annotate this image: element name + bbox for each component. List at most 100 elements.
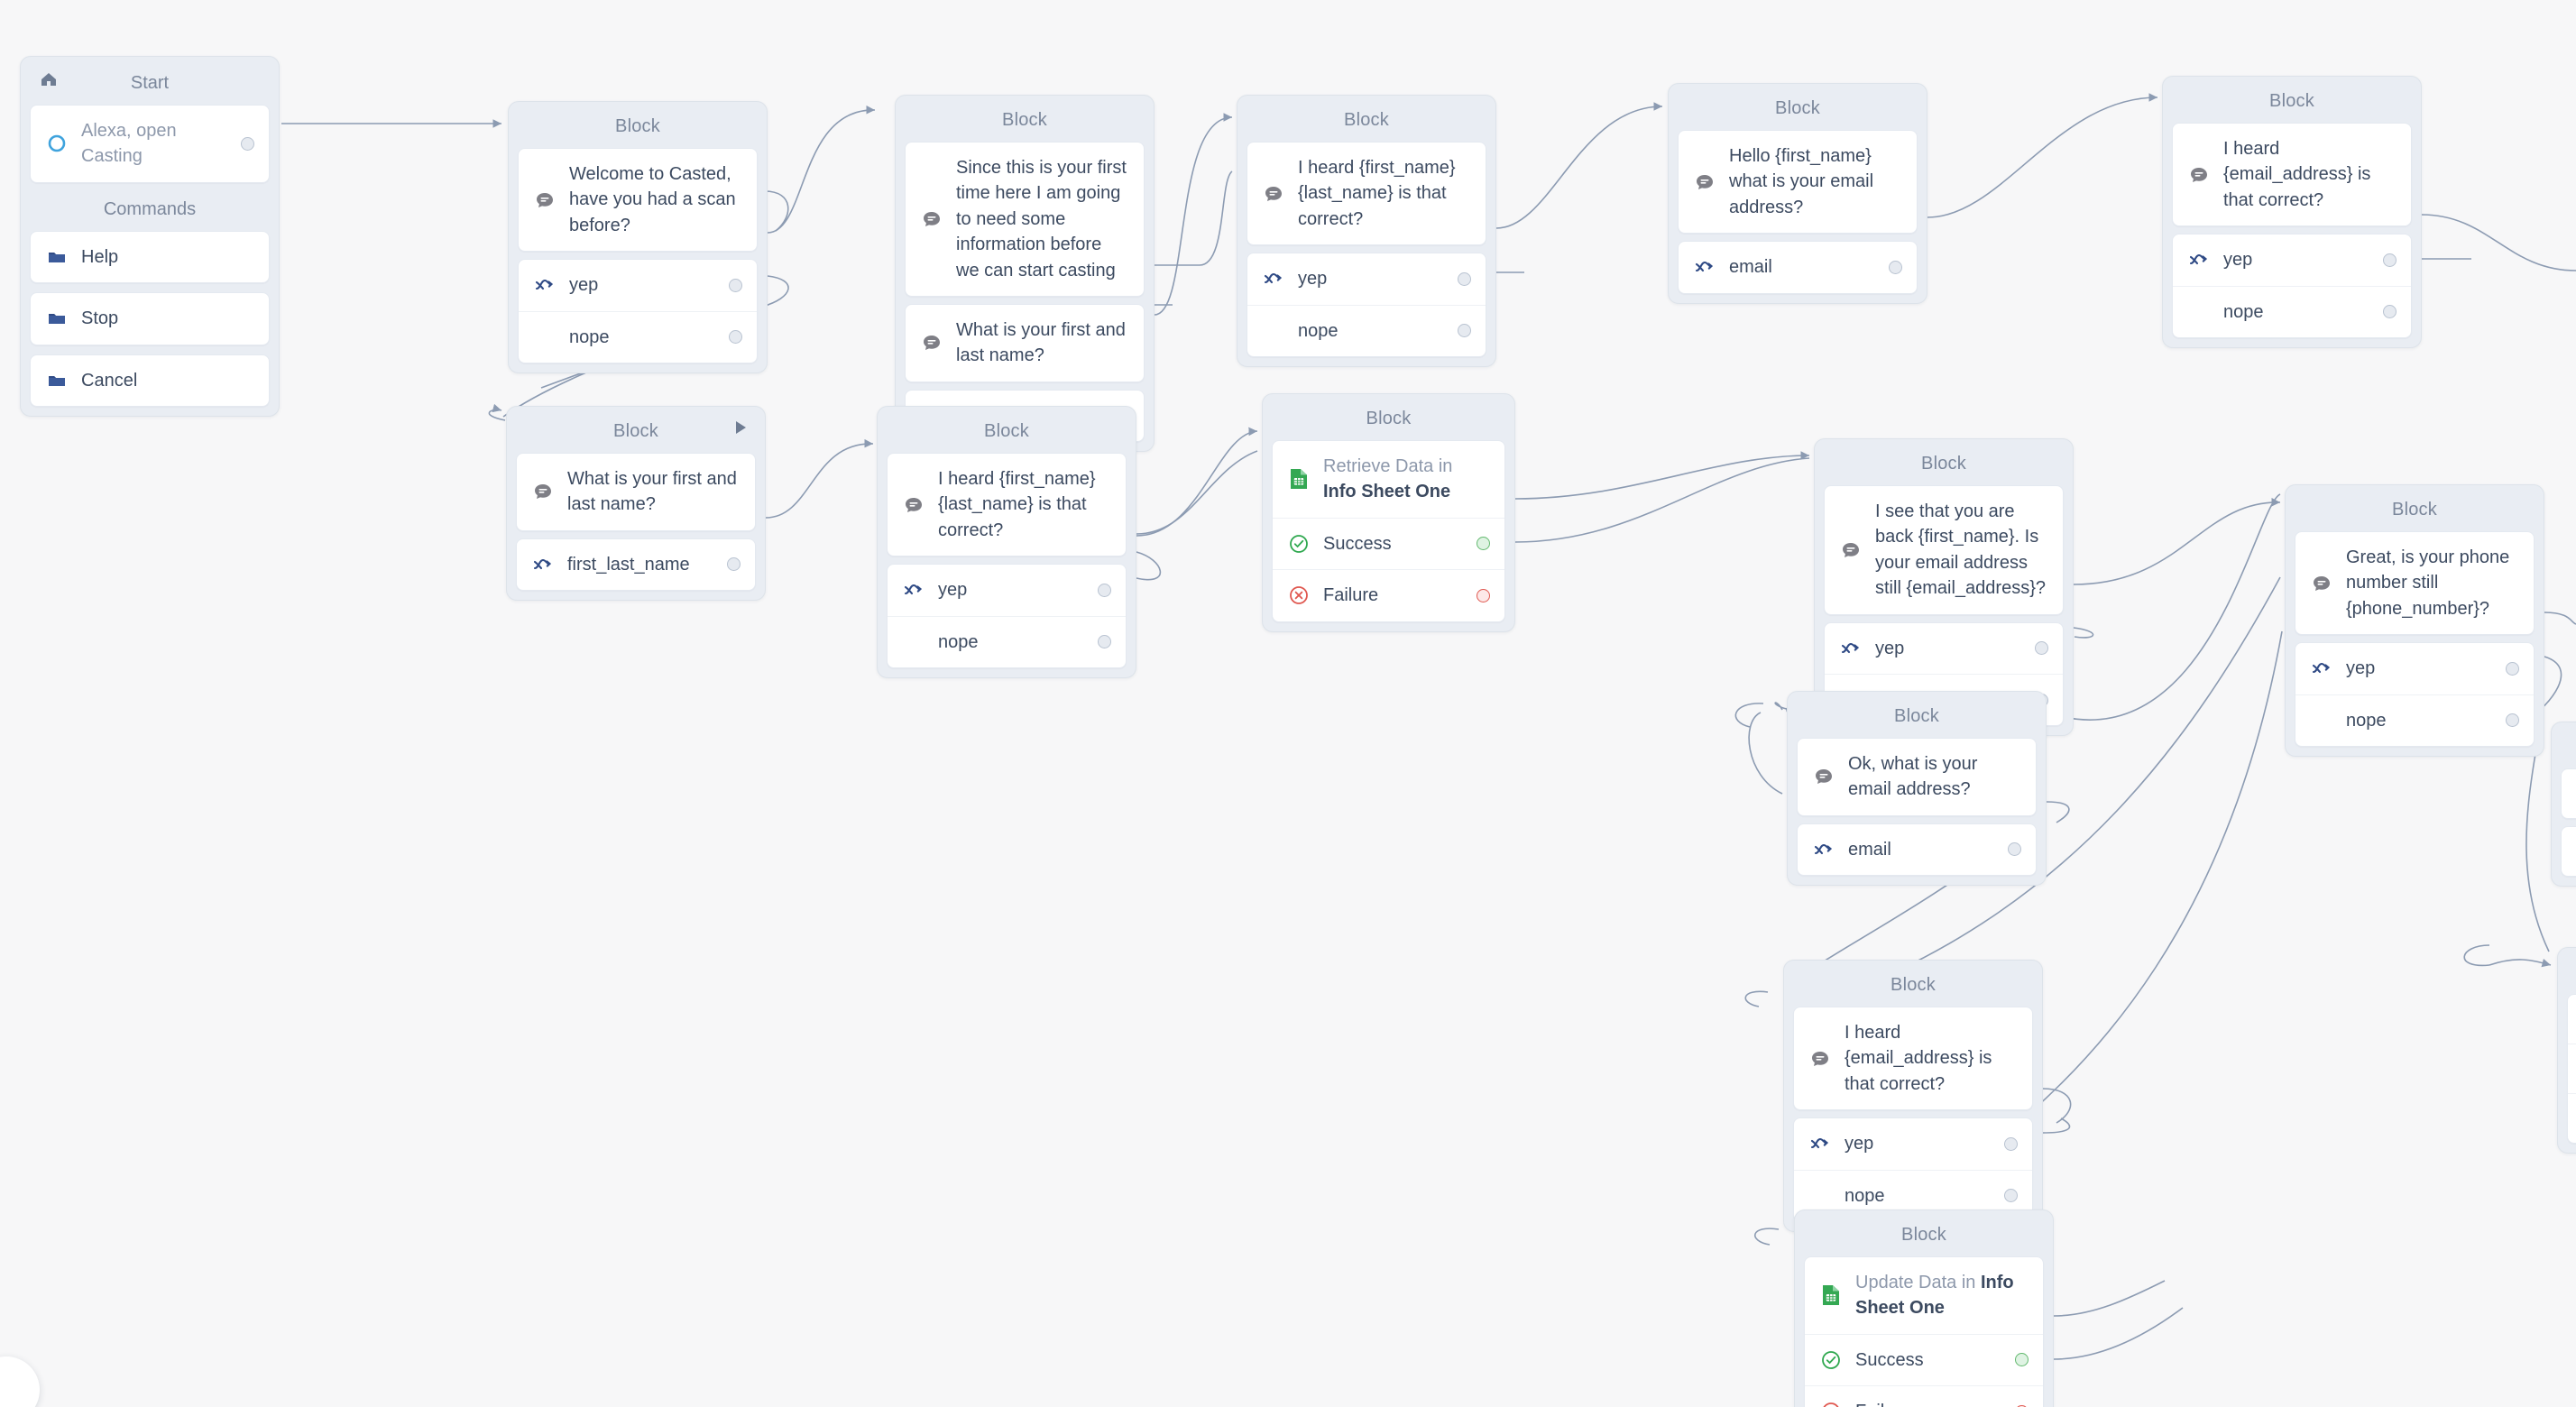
speak-row[interactable]: I heard {first_name} {last_name} is that… — [1247, 143, 1486, 244]
choice-row[interactable]: yep — [1825, 623, 2063, 674]
choice-output-port[interactable] — [729, 330, 742, 345]
speak-row[interactable]: I heard {email_address} is that correct? — [1794, 1007, 2032, 1109]
choice-row[interactable]: yep — [2295, 643, 2534, 694]
choice-row[interactable]: Failure — [1273, 569, 1504, 621]
choice-output-port[interactable] — [1477, 537, 1490, 551]
choice-row[interactable]: nope — [519, 310, 757, 363]
speak-card[interactable]: I heard {first_name} {last_name} is that… — [887, 453, 1127, 557]
choices-card[interactable] — [2561, 826, 2576, 877]
choice-row[interactable] — [2562, 827, 2576, 876]
choice-row[interactable]: yep — [1247, 253, 1486, 304]
action-card[interactable] — [2567, 994, 2576, 1144]
choice-row[interactable]: Failure — [1805, 1385, 2043, 1407]
choice-row[interactable]: Success — [1805, 1333, 2043, 1385]
choice-row[interactable]: nope — [1794, 1169, 2032, 1221]
speak-card[interactable]: I heard {email_address} is that correct? — [2172, 123, 2412, 227]
command-stop[interactable]: Stop — [30, 292, 270, 345]
choice-output-port[interactable] — [1098, 635, 1111, 649]
choice-output-port[interactable] — [727, 557, 741, 572]
choice-output-port[interactable] — [2506, 661, 2519, 676]
choice-row[interactable]: yep — [519, 260, 757, 310]
choice-output-port[interactable] — [2506, 713, 2519, 728]
choice-row[interactable]: yep — [888, 565, 1126, 615]
choice-row[interactable]: first_last_name — [517, 539, 755, 590]
choice-output-port[interactable] — [2035, 641, 2048, 656]
choice-row[interactable] — [2568, 1093, 2576, 1143]
node-offscreen-sheet[interactable]: Block — [2557, 947, 2576, 1154]
choices-card[interactable]: first_last_name — [516, 538, 756, 592]
action-row[interactable] — [2568, 995, 2576, 1044]
choice-output-port[interactable] — [2383, 253, 2397, 267]
speak-row[interactable]: Welcome to Casted, have you had a scan b… — [519, 149, 757, 251]
speak-card[interactable]: Hello {first_name} what is your email ad… — [1678, 130, 1918, 234]
choice-output-port[interactable] — [729, 278, 742, 292]
choice-row[interactable]: email — [1798, 824, 2036, 875]
choice-output-port[interactable] — [2015, 1353, 2029, 1367]
choices-card[interactable]: email — [1678, 241, 1918, 294]
choice-output-port[interactable] — [1458, 271, 1471, 286]
choice-output-port[interactable] — [1458, 324, 1471, 338]
speak-card[interactable]: What is your first and last name? — [905, 303, 1145, 382]
invocation-card[interactable]: Alexa, open Casting — [30, 105, 270, 183]
choice-row[interactable] — [2568, 1044, 2576, 1093]
speak-row[interactable]: What is your first and last name? — [906, 305, 1144, 382]
command-row[interactable]: Stop — [31, 293, 269, 344]
choice-output-port[interactable] — [2383, 305, 2397, 319]
command-cancel[interactable]: Cancel — [30, 354, 270, 407]
choice-row[interactable]: yep — [1794, 1118, 2032, 1169]
speak-row[interactable]: I heard {first_name} {last_name} is that… — [888, 454, 1126, 556]
node-offscreen-speak[interactable]: Block — [2551, 722, 2576, 887]
choice-output-port[interactable] — [1098, 583, 1111, 597]
action-row[interactable]: Update Data in Info Sheet One — [1805, 1257, 2043, 1334]
choice-row[interactable]: yep — [2173, 234, 2411, 285]
speak-row[interactable]: Hello {first_name} what is your email ad… — [1679, 131, 1917, 233]
speak-row[interactable]: Since this is your first time here I am … — [906, 143, 1144, 296]
choice-output-port[interactable] — [2004, 1189, 2018, 1203]
choice-row[interactable]: nope — [888, 615, 1126, 667]
speak-card[interactable]: What is your first and last name? — [516, 453, 756, 531]
speak-card[interactable] — [2561, 768, 2576, 819]
command-row[interactable]: Cancel — [31, 355, 269, 406]
speak-card[interactable]: Ok, what is your email address? — [1797, 738, 2037, 816]
choice-row[interactable]: nope — [2173, 285, 2411, 337]
invocation-row[interactable]: Alexa, open Casting — [31, 106, 269, 182]
choices-card[interactable]: email — [1797, 823, 2037, 877]
speak-row[interactable]: Ok, what is your email address? — [1798, 739, 2036, 815]
speak-row[interactable] — [2562, 769, 2576, 818]
choice-output-port[interactable] — [1889, 260, 1902, 274]
choice-row[interactable]: nope — [2295, 694, 2534, 746]
choice-output-port[interactable] — [2004, 1136, 2018, 1151]
choice-row[interactable]: Success — [1273, 517, 1504, 569]
choice-output-port[interactable] — [1477, 588, 1490, 602]
action-card[interactable]: Update Data in Info Sheet OneSuccessFail… — [1804, 1256, 2044, 1407]
speak-row[interactable]: I see that you are back {first_name}. Is… — [1825, 486, 2063, 614]
speak-card[interactable]: Great, is your phone number still {phone… — [2295, 531, 2535, 636]
play-icon[interactable] — [732, 419, 749, 441]
action-row[interactable]: Retrieve Data in Info Sheet One — [1273, 441, 1504, 518]
command-row[interactable]: Help — [31, 232, 269, 282]
speak-card[interactable]: I see that you are back {first_name}. Is… — [1824, 485, 2064, 615]
floating-action-button[interactable] — [0, 1356, 40, 1407]
choice-row[interactable]: email — [1679, 242, 1917, 292]
speak-row[interactable]: What is your first and last name? — [517, 454, 755, 530]
choice-output-port[interactable] — [2008, 842, 2021, 857]
